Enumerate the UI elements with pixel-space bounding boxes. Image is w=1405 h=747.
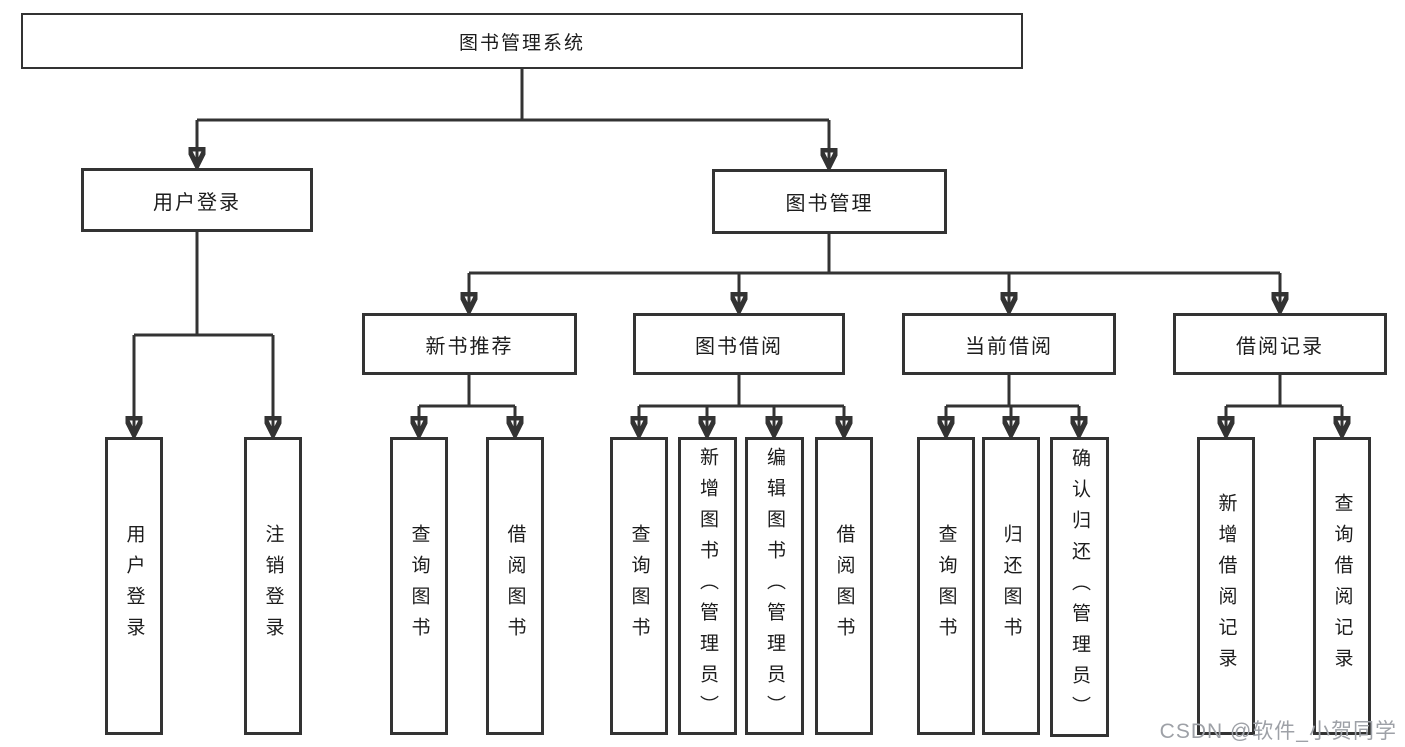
leaf-bb-add-books-admin-label: 新增图书（管理员） (697, 446, 718, 726)
wire-book-borrow-branch (639, 375, 844, 408)
wire-user-login-branch (134, 232, 273, 337)
leaf-bb-query-books: 查询图书 (610, 437, 668, 735)
leaf-nb-borrow-books: 借阅图书 (486, 437, 544, 735)
leaf-br-query-record: 查询借阅记录 (1313, 437, 1371, 735)
leaf-nb-query-books: 查询图书 (390, 437, 448, 735)
wire-root-branch (197, 68, 829, 122)
leaf-nb-borrow-books-label: 借阅图书 (504, 524, 526, 648)
leaf-cb-confirm-return-admin: 确认归还（管理员） (1050, 437, 1109, 737)
leaf-bb-edit-books-admin: 编辑图书（管理员） (745, 437, 804, 735)
node-book-borrow: 图书借阅 (633, 313, 845, 375)
leaf-cb-query-books-label: 查询图书 (935, 524, 957, 648)
leaf-cb-return-books-label: 归还图书 (1000, 524, 1022, 648)
wire-new-book-branch (419, 375, 515, 408)
leaf-bb-add-books-admin: 新增图书（管理员） (678, 437, 737, 735)
leaf-bb-borrow-books: 借阅图书 (815, 437, 873, 735)
leaf-br-query-record-label: 查询借阅记录 (1331, 493, 1353, 679)
node-book-management: 图书管理 (712, 169, 947, 234)
node-user-login: 用户登录 (81, 168, 313, 232)
leaf-bb-query-books-label: 查询图书 (628, 524, 650, 648)
leaf-user-login-label: 用户登录 (123, 524, 145, 648)
wire-borrow-records-branch (1226, 375, 1342, 408)
wire-current-borrow-branch (946, 375, 1079, 408)
leaf-cb-return-books: 归还图书 (982, 437, 1040, 735)
node-new-book-recommend: 新书推荐 (362, 313, 577, 375)
node-borrow-records: 借阅记录 (1173, 313, 1387, 375)
wire-book-management-branch (469, 234, 1280, 275)
leaf-logout-label: 注销登录 (262, 524, 284, 648)
leaf-cb-confirm-return-admin-label: 确认归还（管理员） (1069, 447, 1090, 727)
leaf-bb-edit-books-admin-label: 编辑图书（管理员） (764, 446, 785, 726)
watermark: CSDN @软件_小贺同学 (1159, 720, 1397, 743)
leaf-logout: 注销登录 (244, 437, 302, 735)
leaf-cb-query-books: 查询图书 (917, 437, 975, 735)
leaf-br-add-record: 新增借阅记录 (1197, 437, 1255, 735)
node-root: 图书管理系统 (21, 13, 1023, 69)
leaf-bb-borrow-books-label: 借阅图书 (833, 524, 855, 648)
leaf-nb-query-books-label: 查询图书 (408, 524, 430, 648)
leaf-br-add-record-label: 新增借阅记录 (1215, 493, 1237, 679)
node-current-borrow: 当前借阅 (902, 313, 1116, 375)
leaf-user-login: 用户登录 (105, 437, 163, 735)
